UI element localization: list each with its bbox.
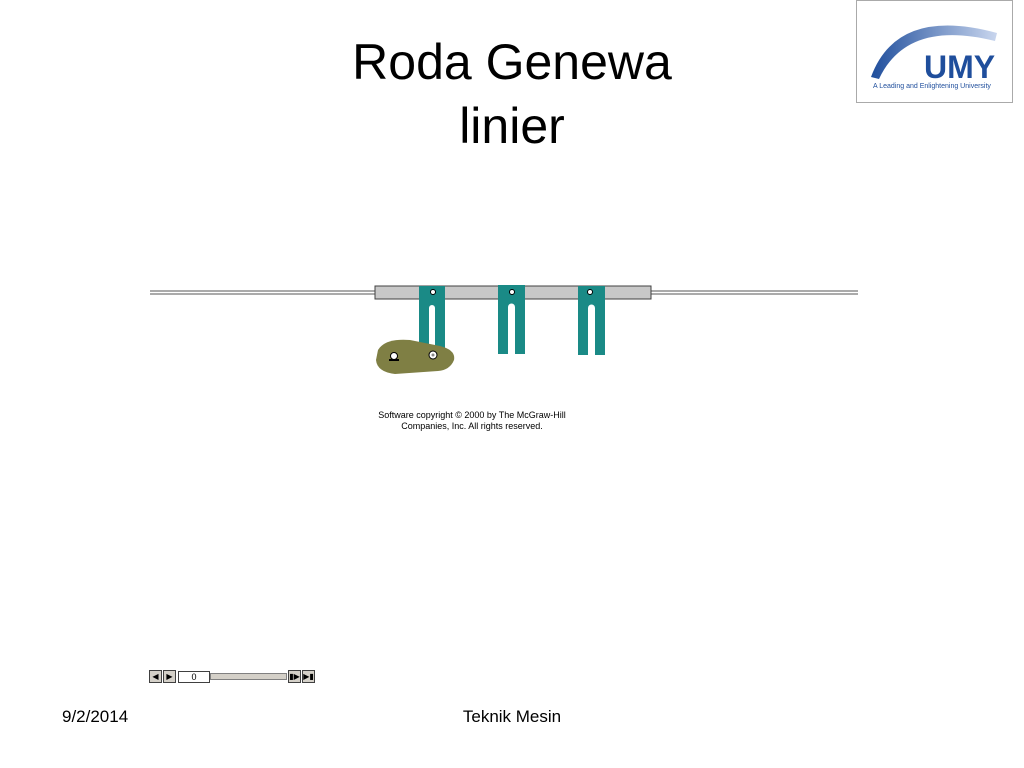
logo-tagline: A Leading and Enlightening University [873, 83, 991, 90]
logo-arc-icon [871, 25, 997, 79]
skip-end-icon[interactable]: ▶▮ [302, 670, 315, 683]
drive-crank [376, 339, 455, 374]
umy-logo: UMY A Leading and Enlightening Universit… [856, 0, 1013, 103]
guide-rail-left [150, 290, 375, 295]
footer-department: Teknik Mesin [462, 707, 562, 726]
frame-counter: 0 [178, 671, 210, 683]
guide-rail-right [651, 290, 858, 295]
footer-date: 9/2/2014 [62, 707, 129, 726]
geneva-mechanism [150, 285, 858, 374]
play-icon[interactable]: ▶ [163, 670, 176, 683]
slot-2 [498, 285, 525, 354]
title-line-2: linier [459, 98, 565, 154]
animation-player: ◀ ▶ 0 ▮▶ ▶▮ [149, 670, 316, 685]
title-line-1: Roda Genewa [352, 34, 672, 90]
timeline-slider[interactable] [210, 673, 287, 680]
logo-name: UMY [924, 49, 996, 85]
copyright-line-2: Companies, Inc. All rights reserved. [401, 421, 543, 431]
software-copyright: Software copyright © 2000 by The McGraw-… [362, 410, 582, 432]
slide-title: Roda Genewa linier [0, 30, 1024, 158]
copyright-line-1: Software copyright © 2000 by The McGraw-… [378, 410, 566, 420]
step-forward-icon[interactable]: ▮▶ [288, 670, 301, 683]
slot-3 [578, 286, 605, 355]
step-back-icon[interactable]: ◀ [149, 670, 162, 683]
